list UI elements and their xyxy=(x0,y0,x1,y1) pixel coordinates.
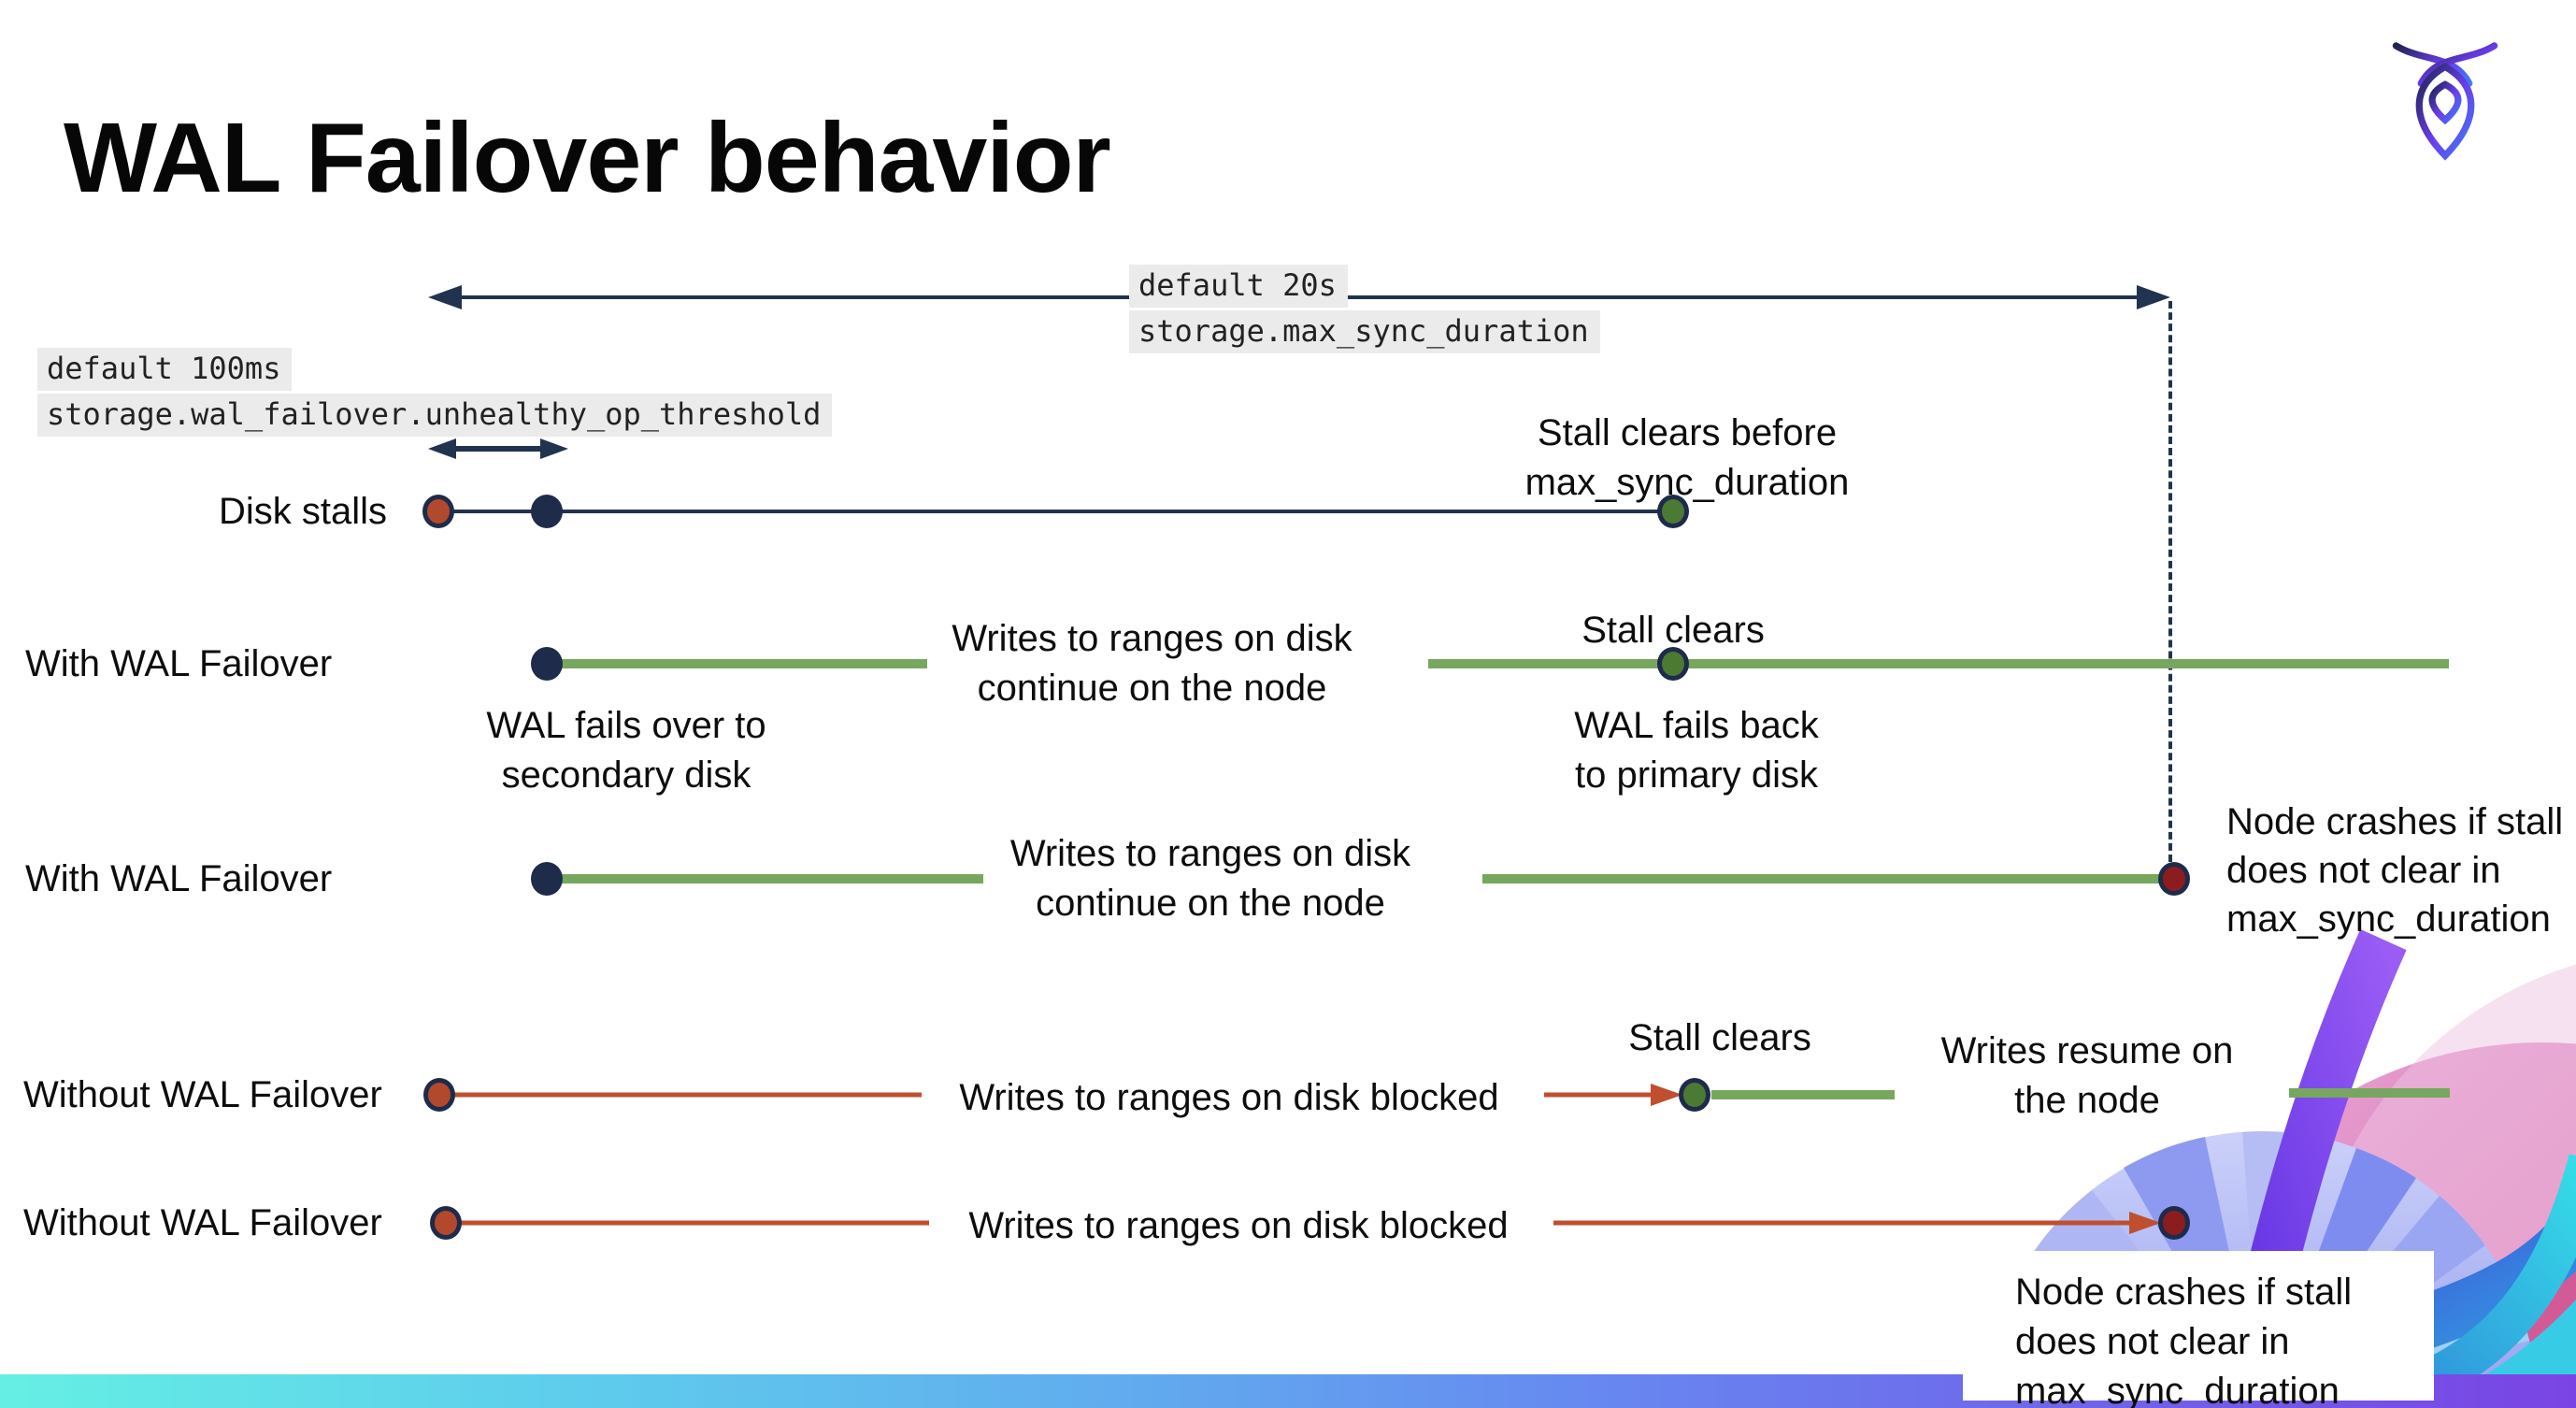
threshold-dot xyxy=(531,495,563,528)
timeline-row3-seg2 xyxy=(1482,874,2161,884)
page-title: WAL Failover behavior xyxy=(64,103,1111,214)
note-fails-back: WAL fails back to primary disk xyxy=(1574,705,1819,796)
timeline-row4-seg3 xyxy=(1711,1090,1895,1099)
callout-max-sync-setting: storage.max_sync_duration xyxy=(1129,310,1600,353)
max-sync-duration-callout: default 20s storage.max_sync_duration xyxy=(1129,265,1600,353)
red-arrowhead-icon xyxy=(2129,1212,2161,1234)
node-crash-dot xyxy=(2158,862,2190,896)
failover-dot xyxy=(531,647,563,681)
stall-start-dot xyxy=(422,495,454,528)
timeline-row2-seg3 xyxy=(1688,659,2449,668)
max-sync-deadline-dashed-line xyxy=(2168,301,2172,862)
timeline-row2-seg2 xyxy=(1428,659,1658,668)
row-label-disk-stalls: Disk stalls xyxy=(218,491,387,532)
arrow-right-icon xyxy=(2137,285,2170,309)
timeline-row5-seg1 xyxy=(446,1220,929,1226)
note-writes-continue: Writes to ranges on disk continue on the… xyxy=(1009,833,1411,924)
timeline-row3-seg1 xyxy=(547,874,983,884)
arrow-left-icon xyxy=(428,285,462,309)
row-label-with-wal-failover: With WAL Failover xyxy=(25,643,333,684)
red-arrowhead-icon xyxy=(1651,1084,1682,1106)
note-stall-clears-before: Stall clears before max_sync_duration xyxy=(1524,412,1850,503)
callout-unhealthy-setting: storage.wal_failover.unhealthy_op_thresh… xyxy=(37,394,833,437)
row-label-without-wal-failover: Without WAL Failover xyxy=(23,1074,382,1115)
threshold-arrow-line xyxy=(449,446,548,452)
note-stall-clears: Stall clears xyxy=(1628,1017,1811,1058)
node-crash-dot xyxy=(2158,1206,2190,1240)
stall-clear-dot xyxy=(1657,495,1689,528)
callout-default-20s: default 20s xyxy=(1129,265,1348,308)
timeline-row4-seg4 xyxy=(2289,1088,2450,1098)
cockroachdb-logo-icon xyxy=(2392,42,2498,161)
stall-clear-dot xyxy=(1679,1078,1710,1112)
note-stall-clears: Stall clears xyxy=(1581,610,1765,651)
timeline-row4-seg1 xyxy=(439,1092,922,1098)
note-writes-blocked: Writes to ranges on disk blocked xyxy=(959,1077,1499,1118)
note-writes-blocked: Writes to ranges on disk blocked xyxy=(968,1205,1509,1246)
timeline-row4-seg2 xyxy=(1544,1092,1658,1098)
unhealthy-op-threshold-callout: default 100ms storage.wal_failover.unhea… xyxy=(37,348,833,437)
arrow-left-icon xyxy=(428,438,456,459)
arrow-right-icon xyxy=(540,438,568,459)
stall-start-dot xyxy=(423,1078,455,1112)
timeline-row2-seg1 xyxy=(547,659,927,668)
stall-start-dot xyxy=(430,1206,462,1240)
note-fails-over: WAL fails over to secondary disk xyxy=(486,705,766,796)
note-writes-resume: Writes resume on the node xyxy=(1940,1030,2234,1121)
timeline-row1 xyxy=(438,510,1671,513)
note-writes-continue: Writes to ranges on disk continue on the… xyxy=(952,618,1352,709)
row-label-without-wal-failover: Without WAL Failover xyxy=(23,1202,382,1243)
note-node-crashes: Node crashes if stall does not clear in … xyxy=(2015,1272,2353,1408)
callout-default-100ms: default 100ms xyxy=(37,348,293,391)
failover-dot xyxy=(531,862,563,896)
failback-dot xyxy=(1657,647,1689,681)
timeline-row5-seg2 xyxy=(1553,1220,2129,1226)
row-label-with-wal-failover: With WAL Failover xyxy=(25,858,333,899)
note-node-crashes: Node crashes if stall does not clear in … xyxy=(2226,801,2564,940)
node-crash-note-box: Node crashes if stall does not clear in … xyxy=(1963,1251,2434,1408)
